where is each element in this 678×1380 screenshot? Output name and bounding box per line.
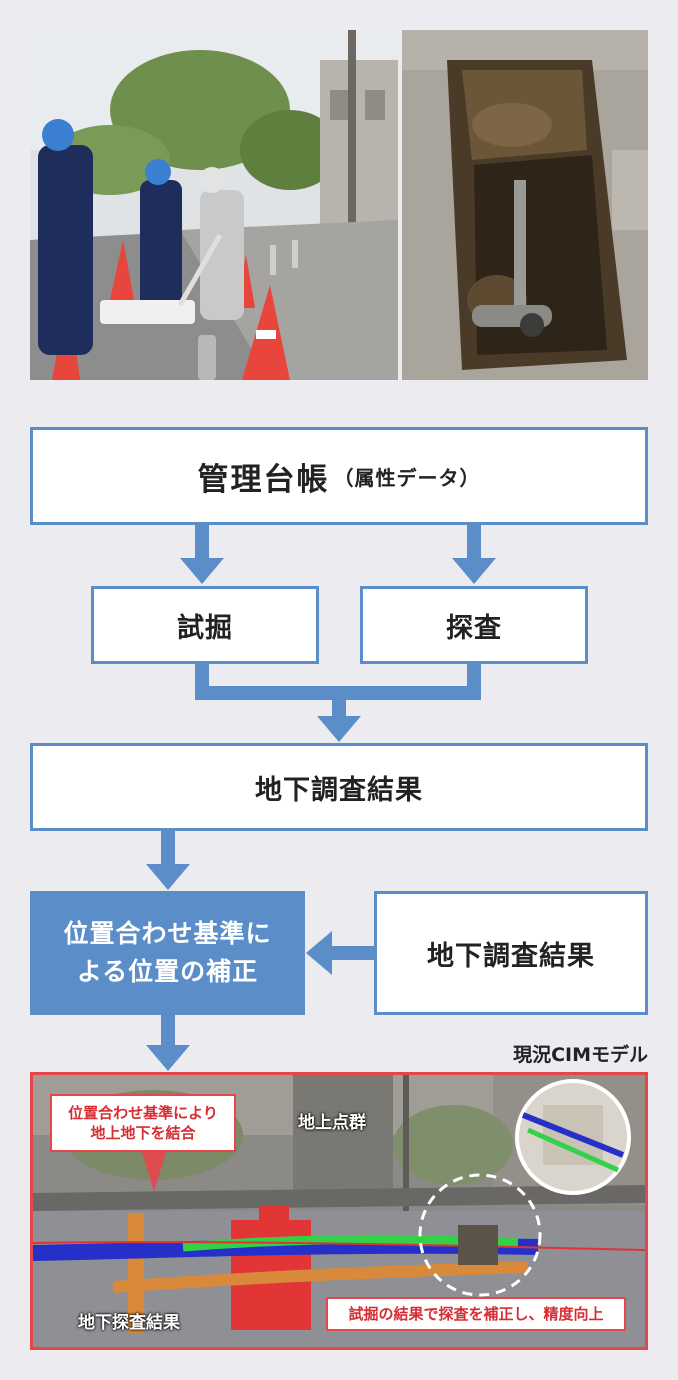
trial-dig-illustration (402, 30, 648, 380)
callout-correction-text: 試掘の結果で探査を補正し、精度向上 (348, 1305, 604, 1323)
arrow-head (317, 716, 361, 742)
position-correction-box: 位置合わせ基準に よる位置の補正 (30, 891, 305, 1015)
label-underground-survey-result: 地下探査結果 (78, 1313, 180, 1333)
survey-label: 探査 (446, 612, 502, 644)
merge-line-down (332, 700, 346, 720)
ledger-title: 管理台帳 (197, 461, 330, 498)
side-survey-result-label: 地下調査結果 (427, 940, 595, 972)
survey-box: 探査 (360, 586, 588, 664)
arrow-head (146, 1045, 190, 1071)
trial-dig-photo (402, 30, 648, 380)
callout-merge-line-2: 地上地下を結合 (90, 1124, 196, 1142)
survey-result-label: 地下調査結果 (255, 774, 423, 806)
label-above-ground-point-cloud: 地上点群 (298, 1113, 366, 1133)
callout-trial-dig-correction: 試掘の結果で探査を補正し、精度向上 (326, 1297, 626, 1331)
side-survey-result-box: 地下調査結果 (374, 891, 648, 1015)
arrow-ledger-to-trial (195, 525, 209, 560)
correction-line-1: 位置合わせ基準に (63, 919, 272, 948)
arrow-result-to-correction (161, 831, 175, 867)
arrow-head (146, 864, 190, 890)
arrow-head (306, 931, 332, 975)
cim-model-title: 現況CIMモデル (513, 1044, 648, 1066)
correction-line-2: よる位置の補正 (76, 957, 259, 986)
arrow-head (180, 558, 224, 584)
arrow-head (452, 558, 496, 584)
trial-dig-box: 試掘 (91, 586, 319, 664)
street-survey-photo (30, 30, 398, 380)
street-survey-illustration (30, 30, 398, 380)
arrow-side-to-correction (330, 946, 374, 960)
survey-result-box: 地下調査結果 (30, 743, 648, 831)
ledger-box: 管理台帳 （属性データ） (30, 427, 648, 525)
arrow-ledger-to-survey (467, 525, 481, 560)
merge-line-horizontal (195, 686, 481, 700)
callout-merge-line-1: 位置合わせ基準により (68, 1104, 218, 1122)
callout-pointer (142, 1152, 166, 1192)
trial-dig-label: 試掘 (177, 612, 233, 644)
ledger-subtitle: （属性データ） (333, 465, 481, 490)
arrow-correction-to-model (161, 1015, 175, 1049)
callout-merge-above-below: 位置合わせ基準により 地上地下を結合 (50, 1094, 236, 1152)
